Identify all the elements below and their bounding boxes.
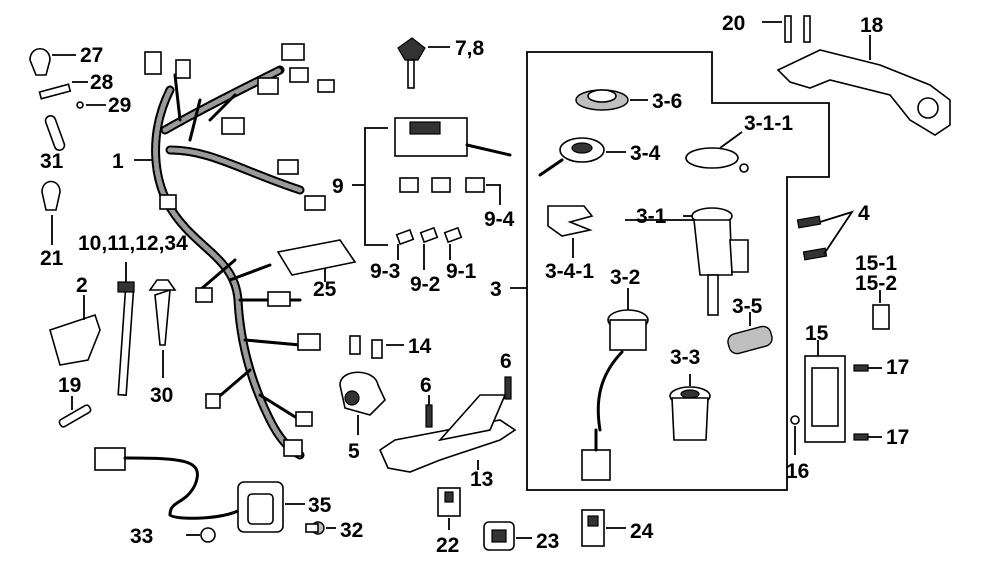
label-15-1: 15-1 [855, 252, 897, 275]
bolt-6-right [504, 376, 512, 400]
switch-3-4 [538, 137, 626, 177]
label-20: 20 [722, 12, 745, 35]
key-7-8 [397, 37, 450, 89]
label-33: 33 [130, 525, 153, 548]
label-9-2: 9-2 [410, 273, 440, 296]
bracket-18 [776, 35, 951, 136]
label-2: 2 [76, 274, 88, 297]
label-6-right: 6 [500, 350, 512, 373]
label-16: 16 [786, 460, 809, 483]
clip-21 [41, 180, 61, 245]
label-5: 5 [348, 440, 360, 463]
connector-22 [437, 487, 461, 530]
label-25: 25 [313, 278, 337, 301]
bolt-6-left [425, 395, 433, 428]
label-9: 9 [332, 175, 344, 198]
fuses-9-1-9-3 [395, 226, 463, 270]
label-10-11-12-34: 10,11,12,34 [78, 232, 188, 255]
label-1: 1 [112, 150, 124, 173]
label-13: 13 [470, 468, 493, 491]
pin-19 [58, 396, 92, 428]
label-30: 30 [150, 384, 173, 407]
label-28: 28 [90, 71, 114, 94]
label-17-bottom: 17 [886, 426, 909, 449]
spring-3-5 [727, 312, 773, 355]
label-18: 18 [860, 14, 884, 37]
label-3-1-1: 3-1-1 [744, 112, 793, 135]
label-24: 24 [630, 520, 654, 543]
screw-17-top [853, 364, 882, 372]
label-9-4: 9-4 [484, 208, 515, 231]
cable-tie-10 [117, 262, 135, 396]
label-3-4-1: 3-4-1 [545, 260, 594, 283]
bolt-32 [305, 521, 336, 535]
screw-17-bottom [853, 433, 882, 441]
sub-harness-35 [94, 447, 305, 533]
label-4: 4 [858, 202, 870, 225]
label-plate-25 [276, 239, 357, 282]
label-15: 15 [805, 322, 829, 345]
label-19: 19 [58, 374, 81, 397]
cover-3-1-1 [685, 131, 749, 173]
bracket-15 [804, 340, 846, 443]
label-14: 14 [408, 335, 432, 358]
screw-16 [790, 415, 800, 455]
clip-3-4-1 [547, 205, 594, 258]
clip-30 [148, 279, 177, 378]
ignition-switch-3-1 [683, 207, 749, 316]
sensor-5 [339, 371, 386, 435]
label-21: 21 [40, 247, 64, 270]
label-32: 32 [340, 519, 363, 542]
label-3-5: 3-5 [732, 295, 763, 318]
pin-29 [76, 101, 106, 109]
label-29: 29 [108, 94, 131, 117]
socket-3-2 [581, 288, 649, 481]
label-3-4: 3-4 [630, 142, 661, 165]
label-31: 31 [40, 150, 64, 173]
label-9-3: 9-3 [370, 260, 400, 283]
screws-14 [349, 335, 404, 359]
label-23: 23 [536, 530, 559, 553]
bracket-13 [378, 394, 517, 473]
label-27: 27 [80, 44, 103, 67]
label-9-1: 9-1 [446, 260, 477, 283]
label-17-top: 17 [886, 356, 909, 379]
bolts-20 [762, 15, 811, 43]
bolts-4 [796, 210, 855, 261]
holder-15-1 [872, 290, 890, 330]
connector-24 [581, 509, 626, 547]
label-6-left: 6 [420, 374, 432, 397]
bracket-2 [49, 295, 101, 366]
nut-33 [186, 527, 216, 543]
label-22: 22 [436, 534, 459, 557]
label-3: 3 [490, 278, 502, 301]
group-3-outline [526, 51, 830, 491]
strap-31 [44, 114, 66, 152]
relay-box-9 [352, 117, 512, 246]
label-3-2: 3-2 [610, 266, 640, 289]
band-28 [38, 81, 88, 100]
lock-3-3 [669, 374, 711, 441]
label-7-8: 7,8 [455, 37, 485, 60]
connector-23 [483, 521, 532, 551]
label-3-6: 3-6 [652, 90, 682, 113]
wire-harness [144, 43, 335, 460]
cap-3-6 [575, 89, 648, 111]
label-15-2: 15-2 [855, 272, 897, 295]
clip-27 [29, 47, 76, 76]
label-3-1: 3-1 [636, 205, 667, 228]
label-3-3: 3-3 [670, 346, 700, 369]
label-35: 35 [308, 494, 332, 517]
